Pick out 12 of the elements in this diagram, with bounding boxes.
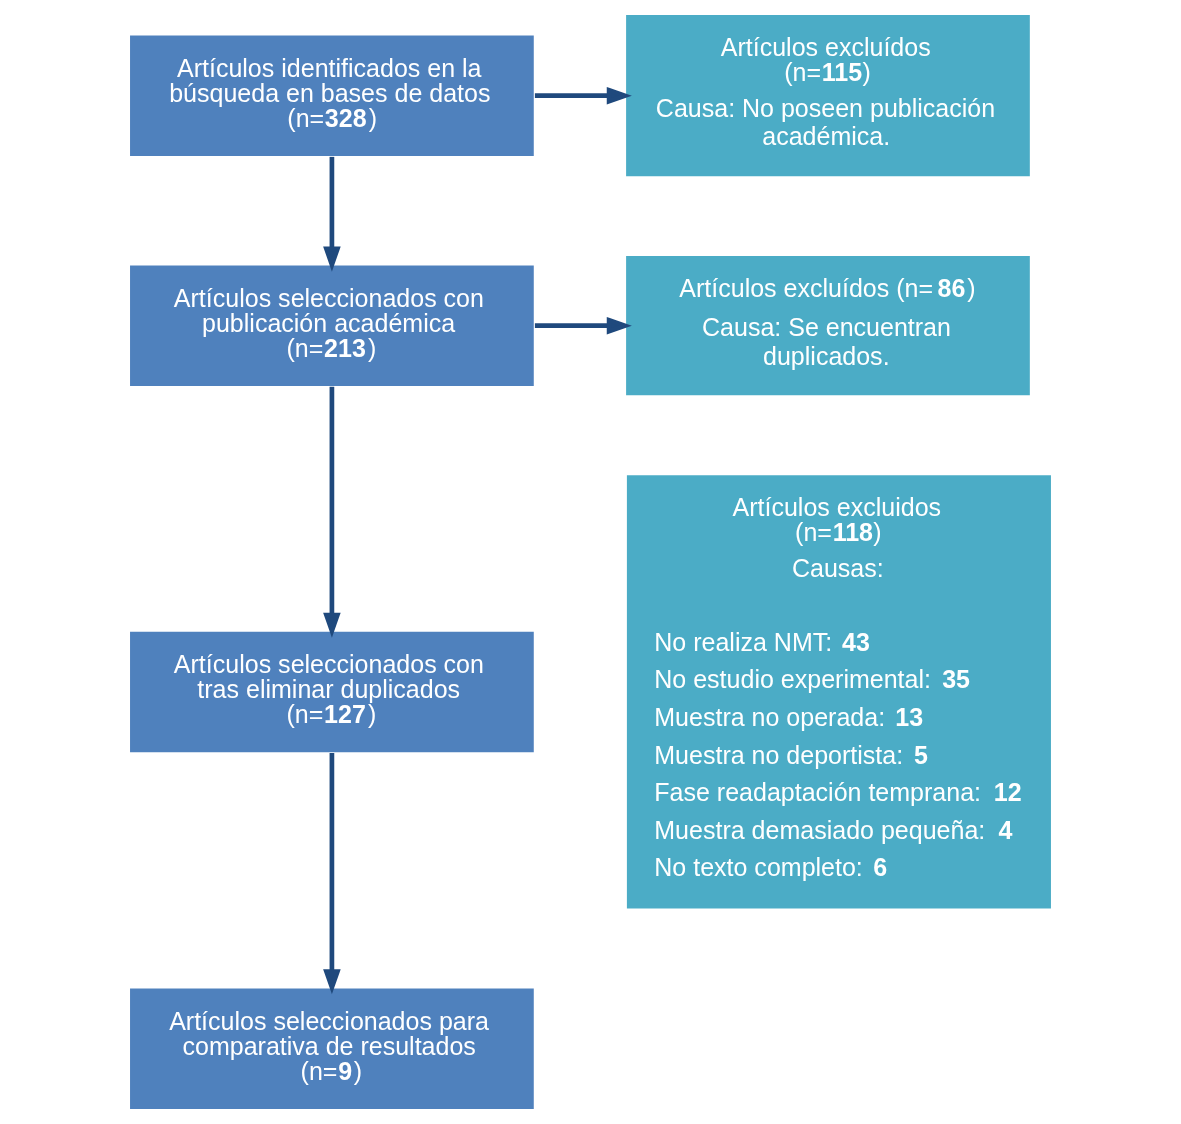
node-box: Artículos seleccionados con tras eliminar duplicados (n=127)	[128, 630, 536, 754]
arrow	[534, 316, 632, 335]
node-box: Artículos excluídos (n=115) Causa: No poseen publicación académica.	[624, 13, 1032, 178]
node-box: Artículos seleccionados con publicación académica (n=213)	[128, 263, 536, 388]
node-box: Artículos excluídos (n=86) Causa: Se encuentran duplicados.	[624, 254, 1032, 397]
arrow	[323, 753, 341, 995]
node-box: Artículos excluidos (n=118) Causas: No realiza NMT: 43 No estudio experimental: 35 Muestra no operada: 13 Muestra no deportista: 5 Fase readaptación temprana: 12 Muestra demasiado pequeña: 4 No texto completo: 6	[625, 473, 1053, 911]
arrow	[323, 156, 341, 272]
arrow	[323, 386, 341, 638]
node-box: Artículos seleccionados para comparativa de resultados (n=9)	[128, 986, 536, 1111]
node-box: Artículos identificados en la búsqueda en bases de datos (n=328)	[128, 33, 536, 158]
arrow	[534, 86, 632, 105]
